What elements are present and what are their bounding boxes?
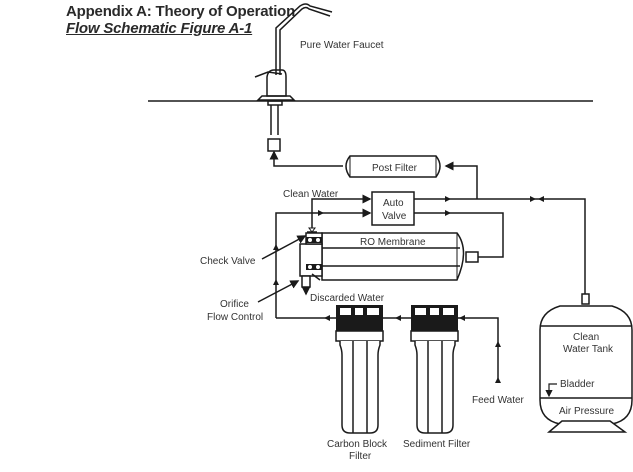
feed-water-line [458,317,499,383]
pure-water-faucet-label: Pure Water Faucet [300,40,384,51]
feed-water-label: Feed Water [472,395,525,406]
flow-arrow [495,377,501,383]
orifice-flow-control [301,273,321,296]
discarded-water-label: Discarded Water [310,293,385,304]
flow-arrow [445,210,451,216]
clean-water-line [311,194,372,232]
flow-arrow [273,279,279,285]
clean-water-tank-label-line2: Water Tank [563,344,614,355]
flow-arrow [459,315,465,321]
post-filter-label: Post Filter [372,163,418,174]
air-pressure-label: Air Pressure [559,406,614,417]
flow-arrow [318,210,324,216]
orifice-pointer [257,280,300,303]
carbon-block-label-line1: Carbon Block [327,439,388,450]
flow-arrow [324,315,330,321]
check-valve-label: Check Valve [200,256,256,267]
auto-valve: Auto Valve [371,191,415,226]
sediment-filter-label: Sediment Filter [403,439,471,450]
bladder-label: Bladder [560,379,595,390]
clean-water-tank-label-line1: Clean [573,332,599,343]
orifice-label-line2: Flow Control [207,312,263,323]
membrane-feed-line [414,212,504,258]
check-valve-icon [307,227,317,233]
tank-line [414,198,586,294]
flow-arrow [530,196,536,202]
ro-membrane: RO Membrane [321,232,479,281]
sediment-filter: Sediment Filter [403,305,471,450]
orifice-label-line1: Orifice [220,299,249,310]
clean-water-label: Clean Water [283,189,339,200]
flow-arrow [495,341,501,347]
membrane-housing-cap [299,232,323,277]
post-filter: Post Filter [345,155,441,178]
carbon-block-filter: Carbon Block Filter [327,305,388,462]
flow-arrow [273,244,279,250]
clean-water-tank: Clean Water Tank Bladder Air Pressure [539,293,633,433]
figure-subtitle: Flow Schematic Figure A-1 [66,20,253,37]
faucet-icon [254,3,333,152]
flow-arrow [538,196,544,202]
faucet-supply-line [269,150,343,167]
auto-valve-label-line1: Auto [383,198,404,209]
post-filter-inlet-line [444,161,478,199]
flow-arrow [395,315,401,321]
page-title: Appendix A: Theory of Operation [66,3,296,20]
check-valve-pointer [261,235,307,260]
auto-valve-label-line2: Valve [382,211,407,222]
ro-membrane-label: RO Membrane [360,237,426,248]
carbon-block-label-line2: Filter [349,451,372,462]
flow-arrow [445,196,451,202]
